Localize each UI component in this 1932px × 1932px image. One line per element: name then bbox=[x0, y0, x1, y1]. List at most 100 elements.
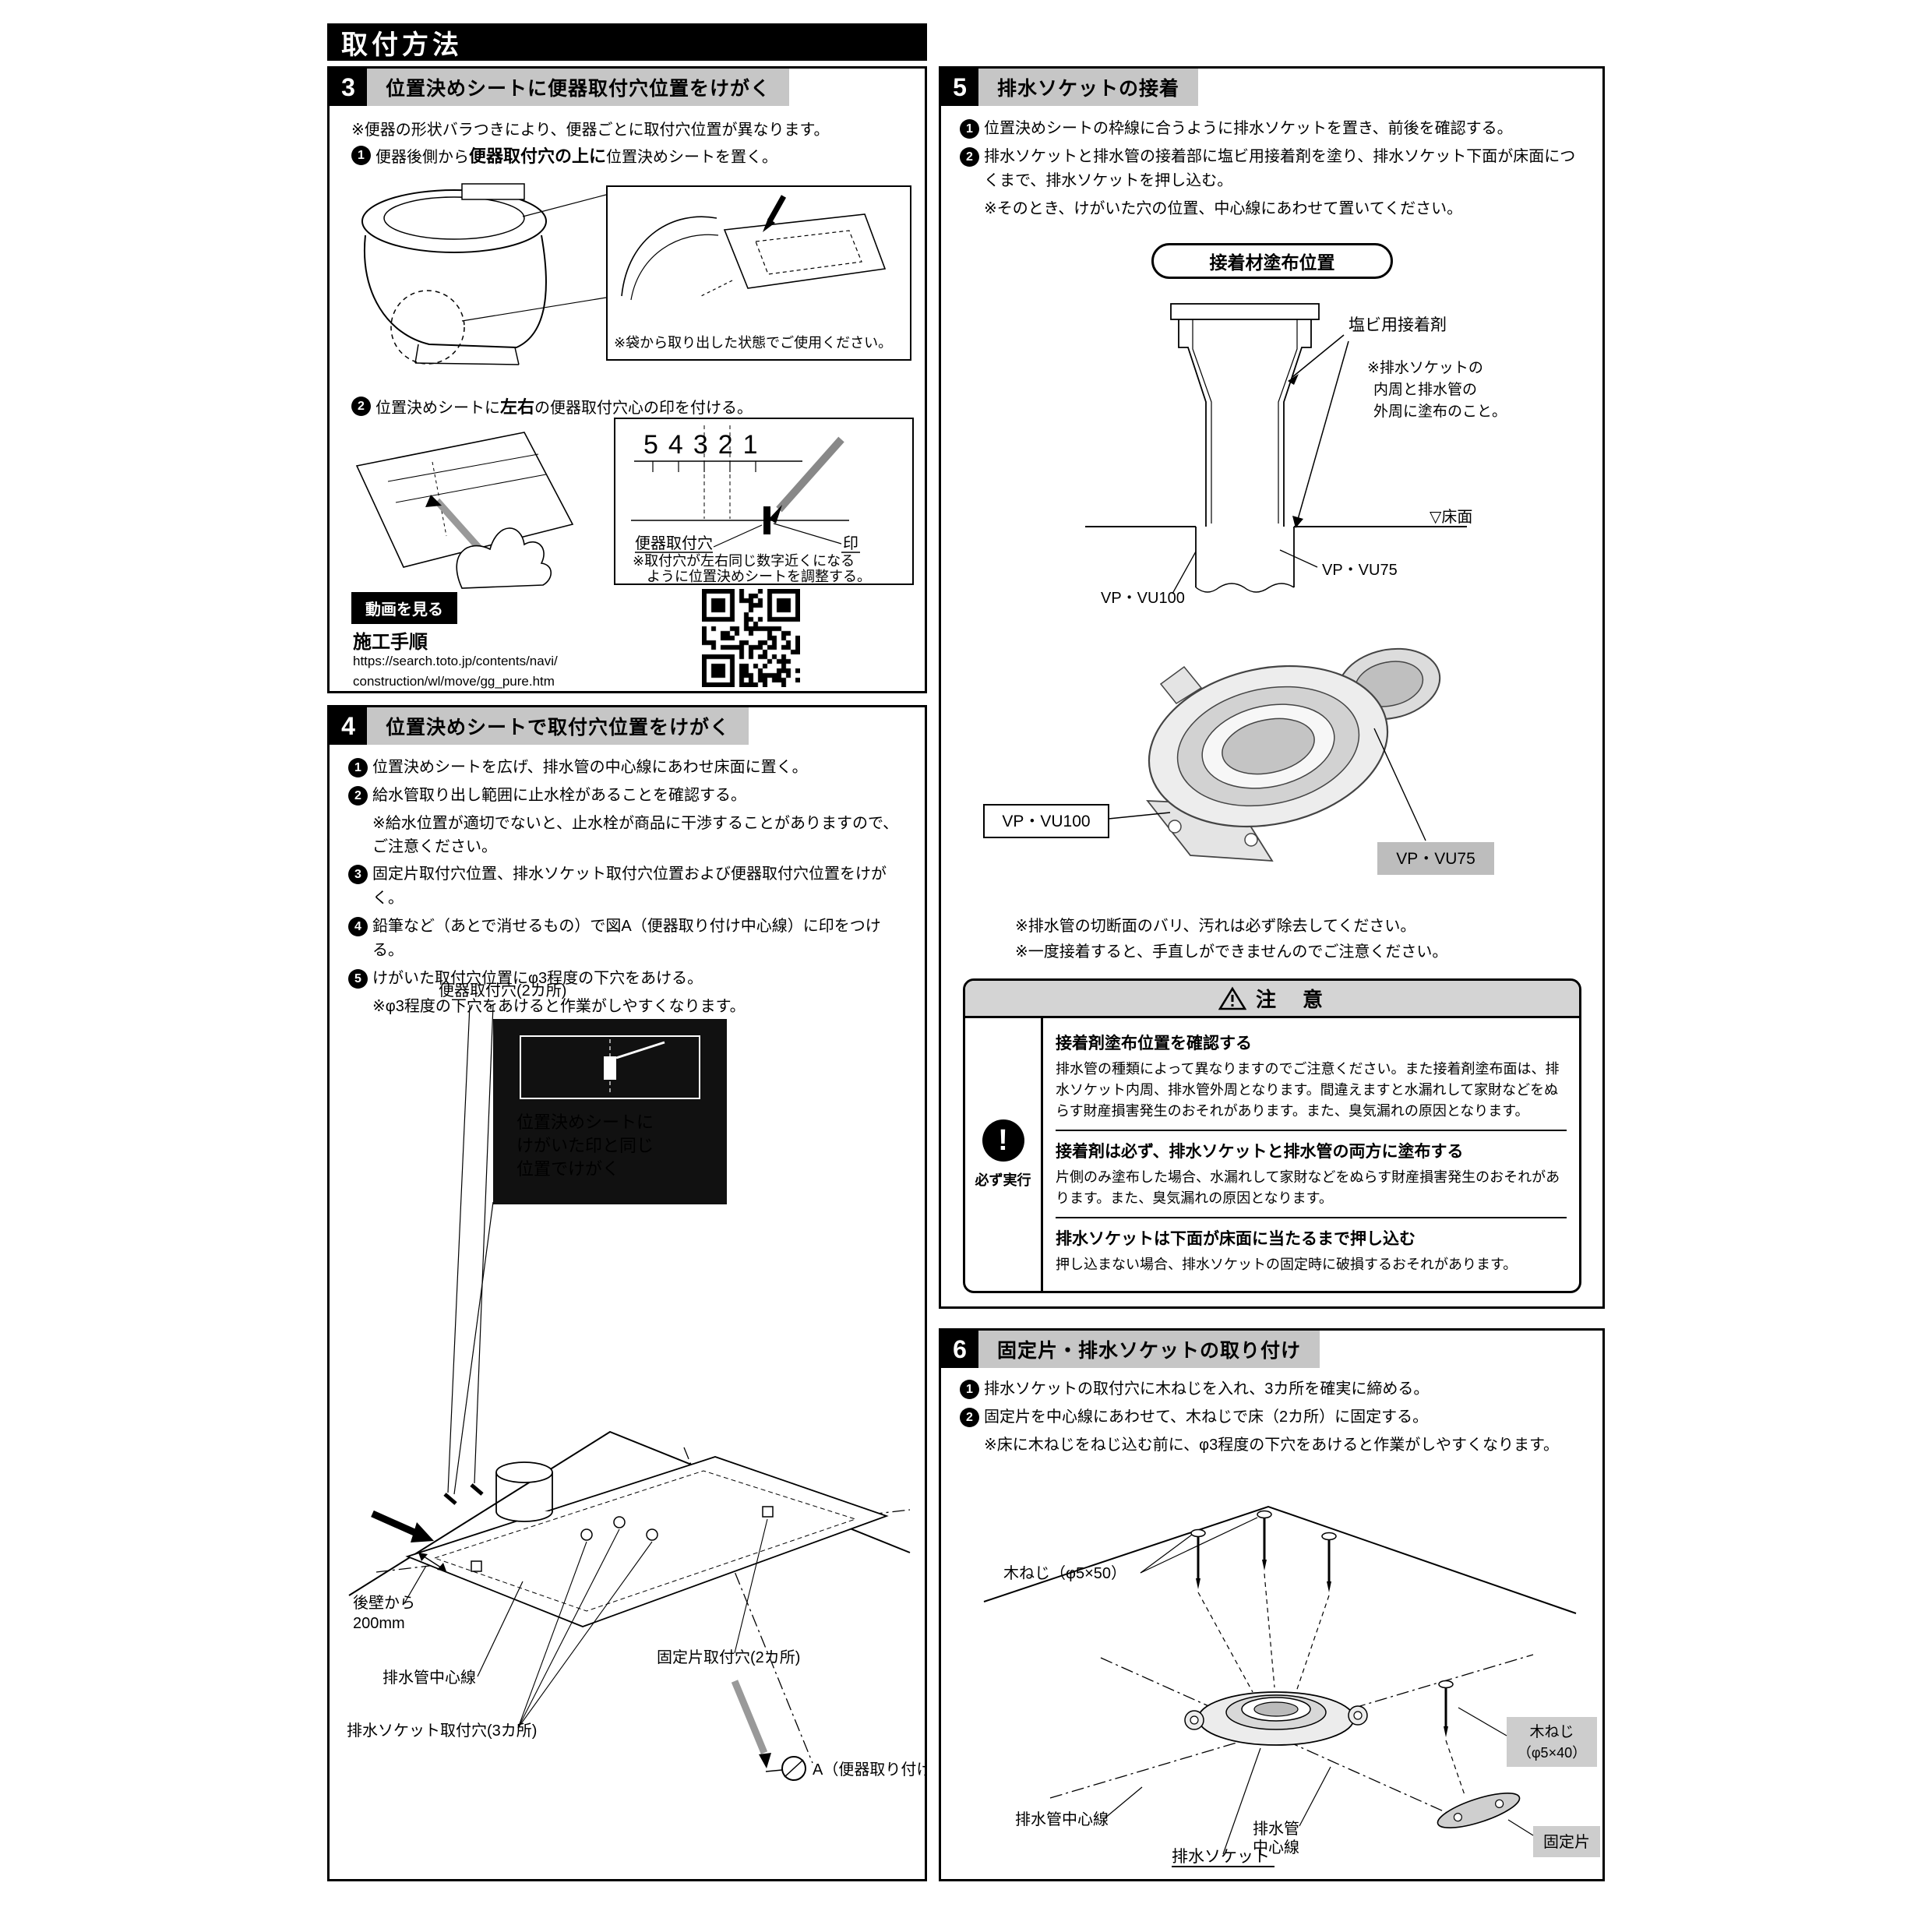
section-3-title: 位置決めシートに便器取付穴位置をけがく bbox=[367, 69, 790, 106]
drainpipe-centerline bbox=[1100, 1657, 1460, 1819]
caution-item-heading: 接着剤は必ず、排水ソケットと排水管の両方に塗布する bbox=[1056, 1143, 1464, 1161]
label-fixing-plate: 固定片 bbox=[1543, 1833, 1590, 1851]
step-text: 便器後側から bbox=[375, 149, 469, 166]
caution-item: 接着剤は必ず、排水ソケットと排水管の両方に塗布する 片側のみ塗布した場合、水漏れ… bbox=[1056, 1130, 1567, 1217]
label-drain-socket: 排水ソケット bbox=[1172, 1848, 1270, 1866]
main-header-bar: 取付方法 bbox=[327, 23, 927, 61]
label-socket-holes: 排水ソケット取付穴(3カ所) bbox=[347, 1722, 537, 1740]
video-url-line1: https://search.toto.jp/contents/navi/ bbox=[353, 654, 558, 668]
section-3: 3 位置決めシートに便器取付穴位置をけがく ※便器の形状バラつきにより、便器ごと… bbox=[327, 66, 927, 693]
positioning-sheet bbox=[405, 1456, 889, 1627]
step-text: 給水管取り出し範囲に止水栓があることを確認する。 bbox=[372, 787, 746, 804]
video-url-line2: construction/wl/move/gg_pure.htm bbox=[353, 674, 555, 689]
ruler-mark-drawing: 54321 便器取付穴 印 ※取付穴が左右同じ数字近くになる bbox=[631, 425, 871, 584]
socket-cross-section-figure: 塩ビ用接着剤 ※排水ソケットの 内周と排水管の 外周に塗布のこと。 ▽床面 VP… bbox=[1085, 303, 1507, 605]
video-url: https://search.toto.jp/contents/navi/ co… bbox=[353, 651, 558, 693]
section-4-title: 位置決めシートで取付穴位置をけがく bbox=[367, 707, 749, 745]
section-4-number: 4 bbox=[330, 707, 367, 745]
drain-pipe-cylinder bbox=[495, 1461, 553, 1522]
caution-header-text: 注 意 bbox=[1255, 988, 1326, 1011]
label-centerline-a: A（便器取り付け中心線） bbox=[813, 1761, 925, 1779]
step-text: 固定片取付穴位置、排水ソケット取付穴位置および便器取付穴位置をけがく。 bbox=[372, 866, 887, 907]
label-chip-fixing-plate bbox=[1533, 1826, 1600, 1857]
sheet-placement-drawing bbox=[621, 195, 887, 301]
step-text: の便器取付穴心の印を付ける。 bbox=[534, 400, 753, 417]
label-wood-screw-40-2: （φ5×40） bbox=[1518, 1745, 1586, 1761]
step-note: ※床に木ねじをねじ込む前に、φ3程度の下穴をあけると作業がしやすくなります。 bbox=[984, 1437, 1560, 1454]
label-vp-vu100: VP・VU100 bbox=[1002, 813, 1090, 830]
step-note: ※給水位置が適切でないと、止水栓が商品に干渉することがありますので、ご注意くださ… bbox=[372, 815, 899, 855]
section-3-note: ※便器の形状バラつきにより、便器ごとに取付穴位置が異なります。 bbox=[351, 122, 830, 139]
drain-socket bbox=[1184, 1691, 1368, 1746]
scribe-inset: 位置決めシートに けがいた印と同じ 位置でけがく bbox=[493, 1019, 727, 1204]
caution-item-heading: 排水ソケットは下面が床面に当たるまで押し込む bbox=[1056, 1230, 1416, 1248]
inset-text-line3: 位置でけがく bbox=[516, 1159, 619, 1179]
socket-collar bbox=[1170, 303, 1320, 320]
step-text: 固定片を中心線にあわせて、木ねじで床（2カ所）に固定する。 bbox=[984, 1408, 1429, 1426]
main-header-title: 取付方法 bbox=[341, 30, 463, 60]
wood-screw bbox=[1190, 1528, 1206, 1589]
label-wall-distance-2: 200mm bbox=[353, 1615, 405, 1632]
label-chip-wood-screw-40 bbox=[1507, 1717, 1597, 1767]
step-number-circle: 5 bbox=[348, 969, 368, 989]
exclamation-icon: ! bbox=[982, 1119, 1024, 1162]
label-box-vp-vu100 bbox=[983, 804, 1109, 838]
label-adhesive: 塩ビ用接着剤 bbox=[1349, 316, 1447, 334]
step-text-bold: 左右 bbox=[500, 397, 535, 417]
watch-video-button: 動画を見る bbox=[351, 592, 457, 624]
step-text: 位置決めシートを置く。 bbox=[606, 149, 778, 166]
caution-content: 接着剤塗布位置を確認する 排水管の種類によって異なりますのでご注意ください。また… bbox=[1043, 1018, 1579, 1291]
label-drainpipe-centerline-mid-1: 排水管 bbox=[1253, 1820, 1299, 1838]
fixing-hole bbox=[471, 1560, 482, 1572]
caution-body: ! 必ず実行 接着剤塗布位置を確認する 排水管の種類によって異なりますのでご注意… bbox=[965, 1018, 1579, 1291]
note-burr: ※排水管の切断面のバリ、汚れは必ず除去してください。 bbox=[1015, 918, 1416, 935]
step-note: ※φ3程度の下穴をあけると作業がしやすくなります。 bbox=[372, 998, 746, 1015]
pipe-break-line bbox=[1195, 583, 1295, 593]
section-5-header: 5 排水ソケットの接着 bbox=[941, 69, 1602, 106]
highlight-dashed-circle bbox=[390, 290, 465, 365]
section-3-header: 3 位置決めシートに便器取付穴位置をけがく bbox=[330, 69, 925, 106]
caution-box: 注 意 ! 必ず実行 接着剤塗布位置を確認する 排水管の種類によって異なりますの… bbox=[963, 978, 1581, 1293]
direction-arrow bbox=[371, 1510, 423, 1539]
section-3-number: 3 bbox=[330, 69, 367, 106]
label-wall-distance-1: 後壁から bbox=[353, 1594, 415, 1612]
toilet-illustration bbox=[361, 183, 606, 365]
inset-text-line2: けがいた印と同じ bbox=[516, 1136, 654, 1155]
section-5-title: 排水ソケットの接着 bbox=[978, 69, 1199, 106]
fixing-hole bbox=[762, 1506, 774, 1518]
step-text: けがいた取付穴位置にφ3程度の下穴をあける。 bbox=[372, 970, 703, 987]
socket-hole bbox=[580, 1528, 593, 1541]
step-text: 位置決めシートを広げ、排水管の中心線にあわせ床面に置く。 bbox=[372, 759, 808, 776]
inset-note: ※袋から取り出した状態でご使用ください。 bbox=[614, 335, 893, 351]
caution-header: 注 意 bbox=[965, 981, 1579, 1018]
caution-item: 排水ソケットは下面が床面に当たるまで押し込む 押し込まない場合、排水ソケットの固… bbox=[1056, 1217, 1567, 1283]
step-note: ※そのとき、けがいた穴の位置、中心線にあわせて置いてください。 bbox=[984, 200, 1463, 217]
qr-code bbox=[702, 589, 800, 687]
fixing-plate bbox=[1437, 1793, 1521, 1828]
label-fixing-holes: 固定片取付穴(2カ所) bbox=[657, 1648, 800, 1666]
inset2-note-line2: ように位置決めシートを調整する。 bbox=[647, 569, 871, 583]
step-number-circle: 4 bbox=[348, 917, 368, 936]
warning-icon bbox=[1218, 986, 1246, 1010]
section-5-number: 5 bbox=[941, 69, 978, 106]
wall-corner-lines bbox=[983, 1505, 1577, 1614]
section-6-number: 6 bbox=[941, 1331, 978, 1368]
label-vp-vu100: VP・VU100 bbox=[1101, 590, 1185, 605]
label-drainpipe-centerline-left: 排水管中心線 bbox=[1015, 1810, 1109, 1828]
label-wood-screw-40-1: 木ねじ bbox=[1529, 1723, 1574, 1740]
adhesive-note-2: 内周と排水管の bbox=[1373, 381, 1477, 398]
section-6-header: 6 固定片・排水ソケットの取り付け bbox=[941, 1331, 1602, 1368]
caution-item-body: 排水管の種類によって異なりますのでご注意ください。また接着剤塗布面は、排水ソケッ… bbox=[1056, 1061, 1560, 1119]
caution-item-body: 押し込まない場合、排水ソケットの固定時に破損するおそれがあります。 bbox=[1056, 1257, 1518, 1272]
socket-installation-figure: 木ねじ（φ5×50） 排水管中心線 排水管 中心線 排水ソケット bbox=[983, 1505, 1600, 1867]
step-number-circle: 1 bbox=[960, 1380, 979, 1399]
step-text: 排水ソケットの取付穴に木ねじを入れ、3カ所を確実に締める。 bbox=[984, 1380, 1430, 1398]
mandatory-column: ! 必ず実行 bbox=[965, 1018, 1043, 1291]
